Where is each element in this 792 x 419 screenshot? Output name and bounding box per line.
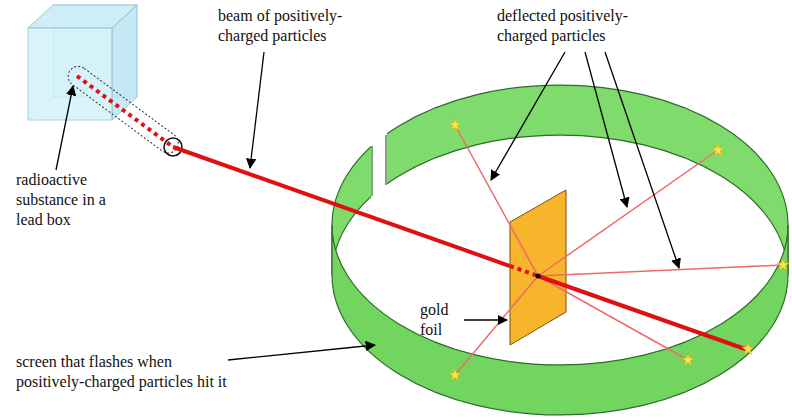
screen-slit — [371, 132, 387, 199]
beam-label: beam of positively-charged particles — [218, 6, 368, 46]
leader-arrows — [56, 52, 679, 360]
flash-stars — [449, 119, 789, 381]
screen-front — [332, 225, 788, 415]
alpha-beam-through — [538, 276, 748, 350]
deflected-label: deflected positively-charged particles — [497, 6, 657, 46]
foil-label: gold foil — [420, 300, 460, 340]
impact-point — [536, 274, 541, 279]
deflected-rays — [455, 125, 783, 375]
source-tube — [64, 62, 182, 157]
screen-label: screen that flashes when positively-char… — [16, 352, 244, 392]
gold-foil — [510, 190, 566, 345]
lead-box — [28, 5, 137, 120]
alpha-beam — [173, 147, 510, 266]
source-label: radioactive substance in a lead box — [16, 170, 121, 230]
